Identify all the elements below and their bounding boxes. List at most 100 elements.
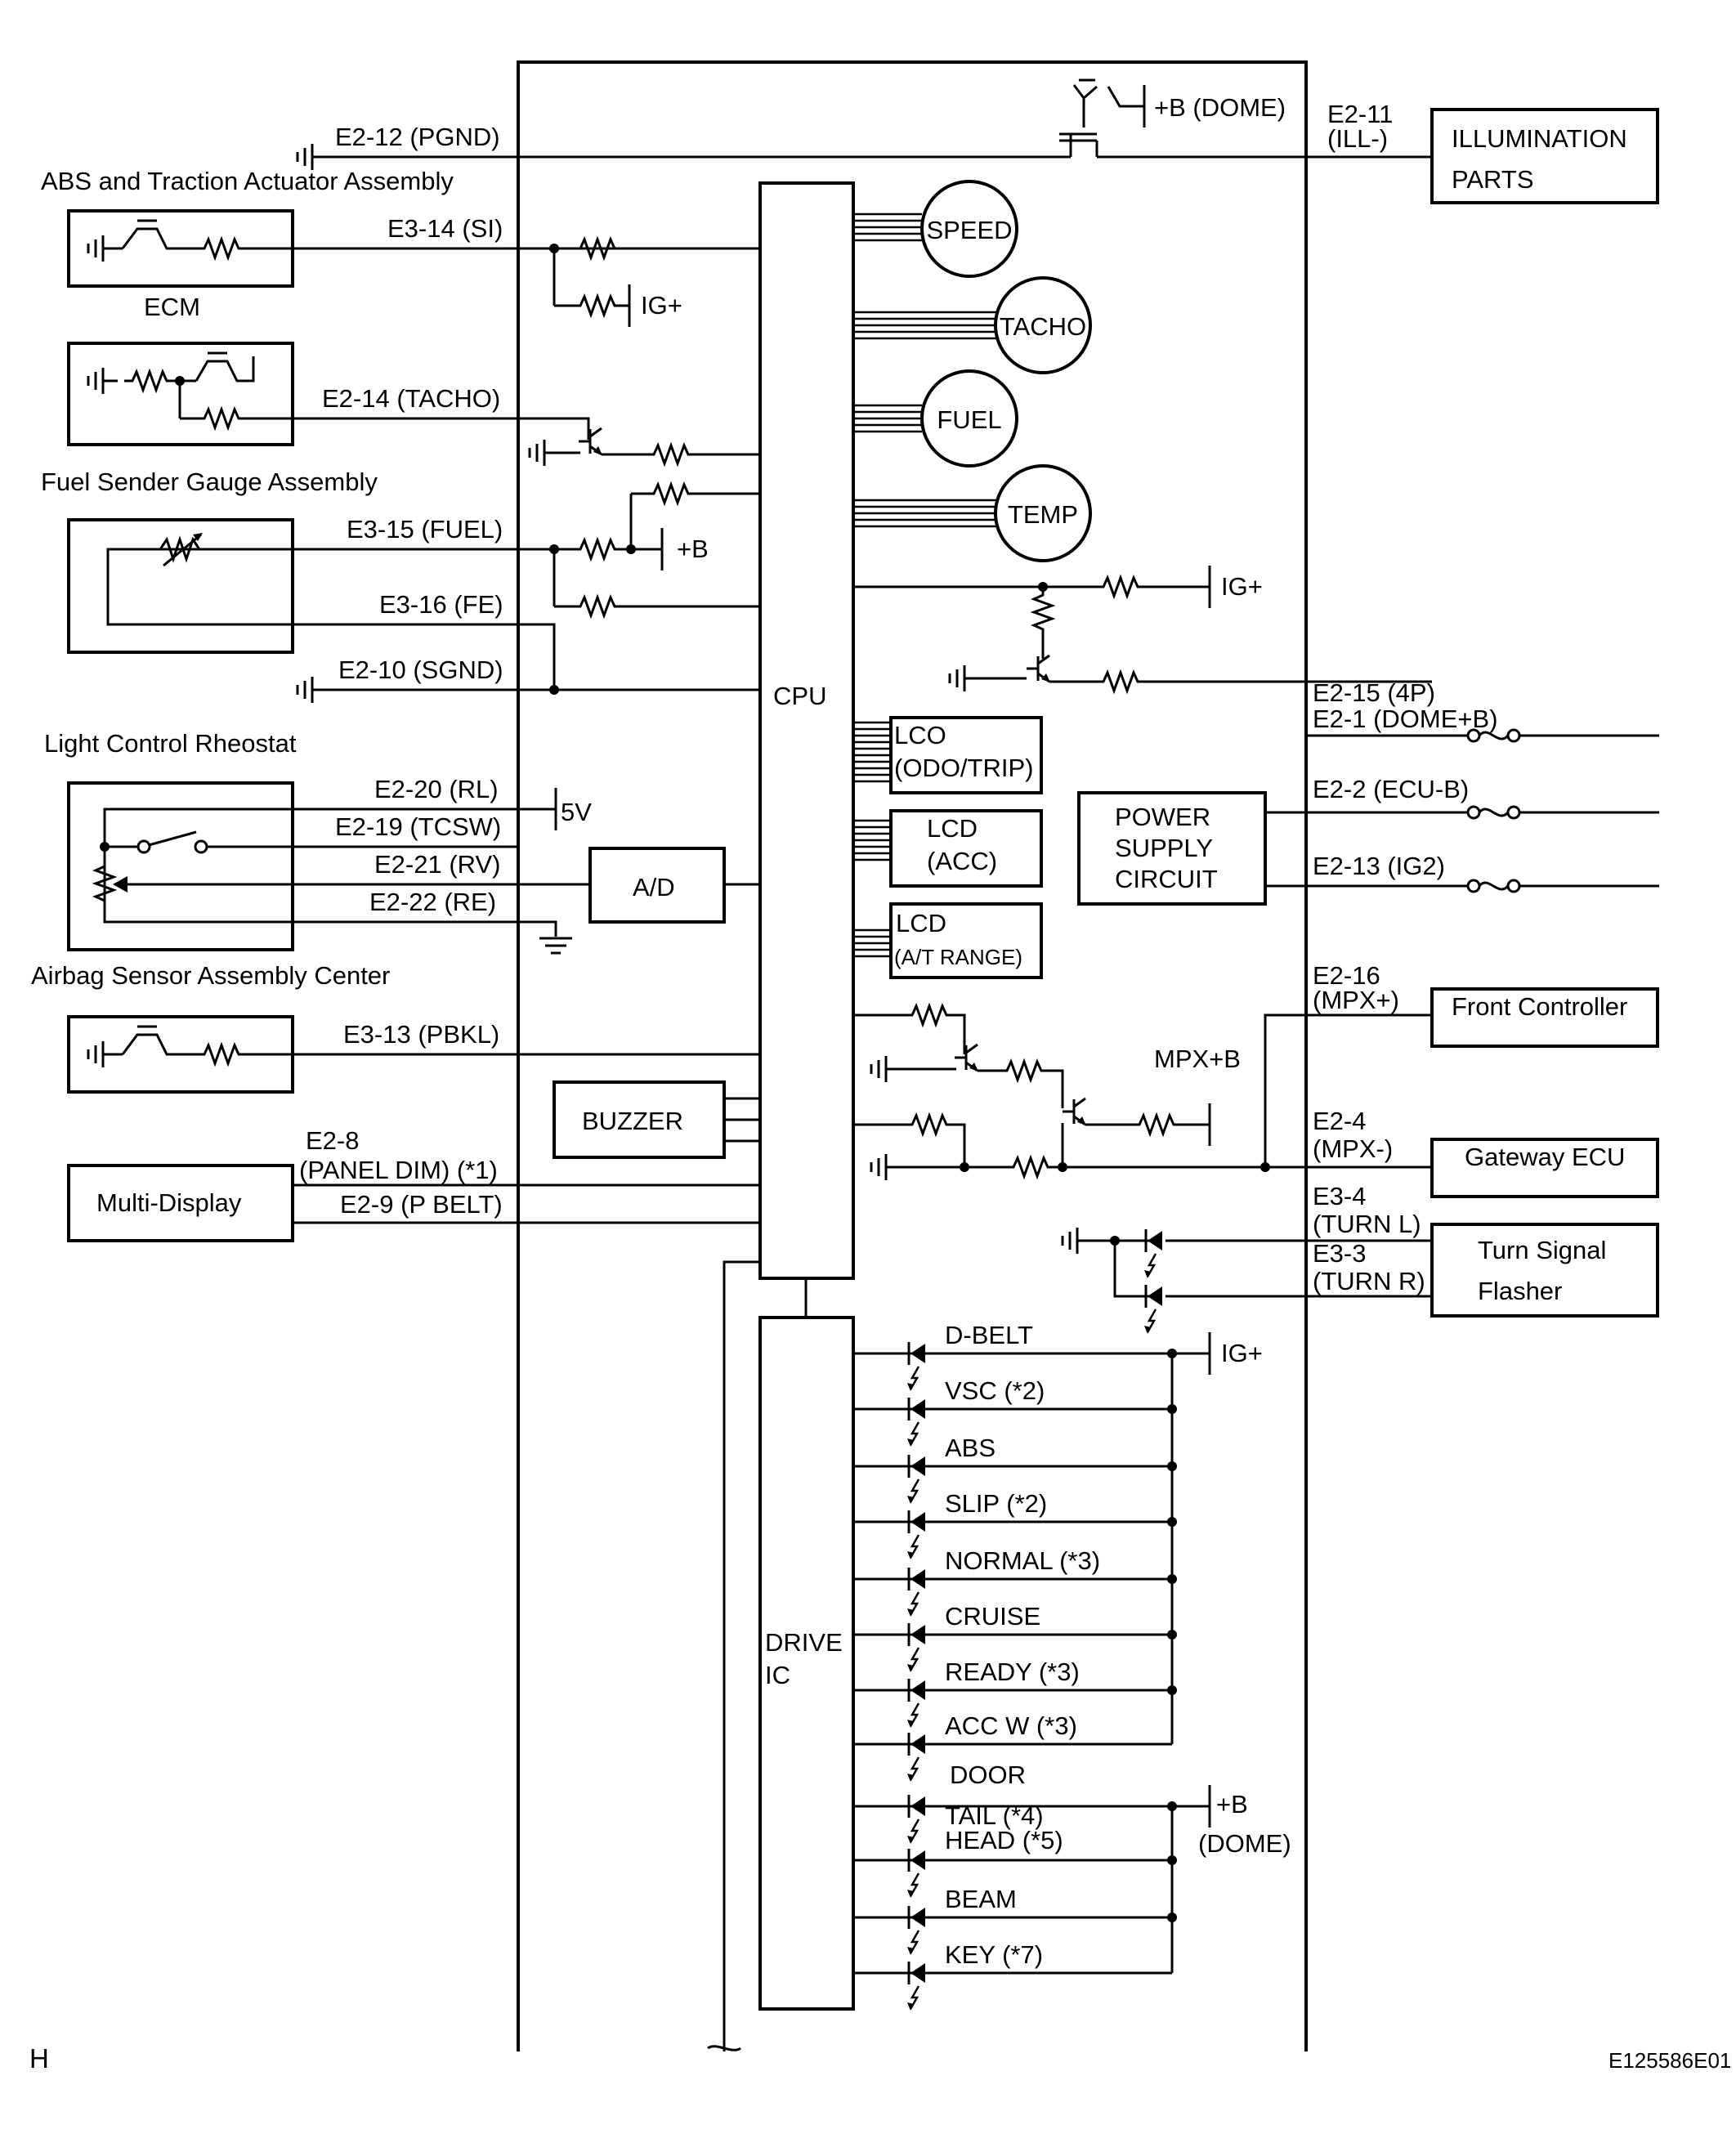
indicator-cruise: CRUISE [853,1602,1177,1674]
indicator-slip: SLIP (*2) [853,1489,1177,1561]
power-plus-b: +B [677,535,709,563]
indicator-abs: ABS [853,1434,1177,1505]
gauge-temp-label: TEMP [1008,500,1078,529]
indicator-key: KEY (*7) [853,1940,1172,2012]
device-fuel-sender-label: Fuel Sender Gauge Assembly [41,468,378,496]
power-ig-b: IG+ [1221,572,1263,601]
indicator-key-label: KEY (*7) [945,1940,1043,1969]
indicator-head-label: HEAD (*5) [945,1826,1063,1854]
front-controller-label: Front Controller [1452,992,1627,1021]
airbag-box [67,1015,294,1094]
pin-rv: E2-21 (RV) [374,850,501,879]
gauge-fuel: FUEL [853,369,1018,468]
pin-fe: E3-16 (FE) [379,590,503,619]
lcd-odo-label-2: (ODO/TRIP) [894,754,1034,782]
device-abs-label: ABS and Traction Actuator Assembly [41,167,454,195]
drive-ic-label-2: IC [765,1661,790,1689]
indicator-ready-label: READY (*3) [945,1658,1080,1686]
lcd-at-range: LCD (A/T RANGE) [853,902,1043,979]
indicator-beam: BEAM [853,1885,1177,1957]
flasher-label-2: Flasher [1478,1277,1562,1305]
gauge-fuel-label: FUEL [937,405,1001,434]
ecm-box [67,342,294,446]
pin-pbelt: E2-9 (P BELT) [340,1190,503,1219]
indicator-ready: READY (*3) [853,1658,1177,1729]
pin-e33: E3-3 [1313,1239,1366,1268]
corner-letter: H [29,2043,49,2074]
figure-code: E125586E01 [1608,2048,1731,2073]
gateway-label: Gateway ECU [1465,1143,1625,1171]
pin-pgnd: E2-12 (PGND) [335,123,500,151]
drive-ic-label-1: DRIVE [765,1628,843,1657]
pin-fuel: E3-15 (FUEL) [347,515,503,544]
pin-4p: E2-15 (4P) [1313,678,1435,707]
pin-mpx-minus: (MPX-) [1313,1134,1393,1163]
pin-turn-r: (TURN R) [1313,1267,1425,1295]
psu-label-1: POWER [1115,803,1210,831]
power-ig-a: IG+ [641,291,682,320]
illumination-parts-box [1430,108,1659,204]
pin-e28: E2-8 [306,1126,359,1155]
gauge-speed: SPEED [853,180,1018,278]
pgnd-circuit: E2-12 (PGND) [296,123,1071,172]
indicator-bus-dome: +B (DOME) [1170,1785,1291,1973]
cpu-block [758,181,855,1280]
indicator-normal-label: NORMAL (*3) [945,1546,1100,1575]
pin-re: E2-22 (RE) [369,888,496,916]
lcd-acc-label-1: LCD [927,814,978,843]
pin-e24: E2-4 [1313,1107,1366,1135]
power-ig-c: IG+ [1221,1339,1263,1367]
power-dome-b: +B (DOME) [1154,93,1286,122]
indicator-beam-label: BEAM [945,1885,1017,1913]
power-dome: (DOME) [1198,1829,1291,1858]
device-rheostat-label: Light Control Rheostat [44,729,297,758]
pin-dome-b: E2-1 (DOME+B) [1313,705,1498,733]
indicator-door: DOOR [950,1760,1026,1789]
flasher-label-1: Turn Signal [1478,1236,1606,1264]
indicator-dbelt: D-BELT [853,1321,1177,1393]
power-supply-block [1077,791,1267,906]
pin-turn-l: (TURN L) [1313,1210,1421,1238]
indicator-accw: ACC W (*3) [853,1711,1172,1783]
lcd-acc-label-2: (ACC) [927,847,997,875]
lcd-odo-label-1: LCO [894,721,946,749]
turn-signal-flasher-box [1430,1223,1659,1318]
indicator-normal: NORMAL (*3) [853,1546,1177,1618]
lcd-at-label-2: (A/T RANGE) [894,945,1022,969]
psu-label-2: SUPPLY [1115,834,1213,862]
gauge-speed-label: SPEED [926,216,1012,244]
indicator-tail-label: TAIL (*4) [945,1801,1044,1830]
device-multi-display-label: Multi-Display [96,1188,242,1217]
pin-tacho: E2-14 (TACHO) [322,384,500,413]
power-plus-b-2: +B [1216,1790,1248,1819]
front-controller-box [1430,987,1659,1048]
indicator-dbelt-label: D-BELT [945,1321,1033,1349]
pin-si: E3-14 (SI) [387,214,503,243]
indicator-door-label: DOOR [950,1760,1026,1789]
device-airbag-label: Airbag Sensor Assembly Center [31,961,390,990]
pin-mpx-plus: (MPX+) [1313,986,1399,1014]
pin-ecu-b: E2-2 (ECU-B) [1313,775,1469,803]
cpu-label: CPU [773,682,826,710]
lcd-acc: LCD (ACC) [853,809,1043,888]
indicator-vsc-label: VSC (*2) [945,1376,1045,1405]
indicator-slip-label: SLIP (*2) [945,1489,1047,1518]
lcd-at-label-1: LCD [896,909,946,937]
pin-e34: E3-4 [1313,1182,1366,1210]
pin-sgnd: E2-10 (SGND) [338,655,503,684]
device-ecm-label: ECM [144,293,200,321]
pin-rl: E2-20 (RL) [374,775,499,803]
indicator-cruise-label: CRUISE [945,1602,1040,1631]
lcd-odo-trip: LCO (ODO/TRIP) [853,716,1043,794]
fuel-sender-box [67,518,294,654]
gateway-ecu-box [1430,1138,1659,1198]
psu-label-3: CIRCUIT [1115,865,1218,893]
pin-e216: E2-16 [1313,961,1380,990]
rheostat-box [67,781,294,951]
gauge-tacho: TACHO [853,276,1092,374]
indicator-abs-label: ABS [945,1434,996,1462]
illumination-label-2: PARTS [1452,165,1534,194]
pin-pbkl: E3-13 (PBKL) [343,1020,499,1049]
abs-actuator-box [67,209,294,288]
indicator-head: HEAD (*5) [853,1826,1177,1899]
